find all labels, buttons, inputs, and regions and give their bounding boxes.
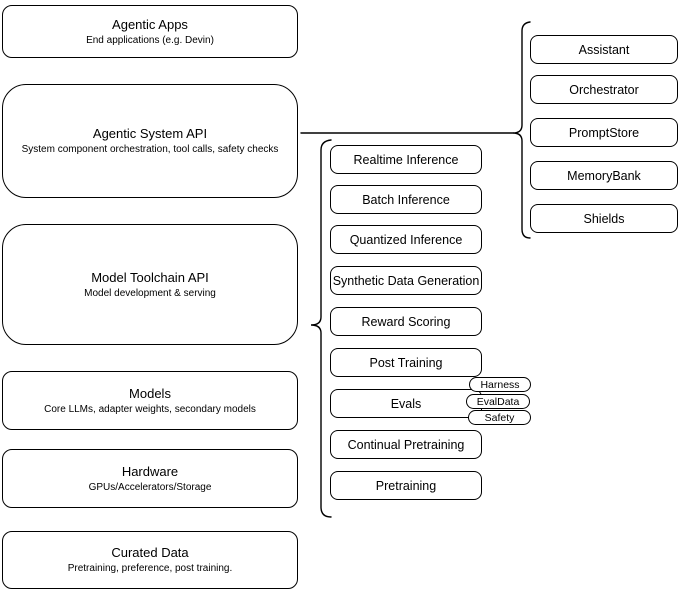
safety-pill: Safety: [468, 410, 531, 425]
agentic-system-api-title: Agentic System API: [92, 126, 208, 141]
realtime-inference-box: Realtime Inference: [330, 145, 482, 174]
curated-data-subtitle: Pretraining, preference, post training.: [67, 563, 233, 574]
agentic-apps-title: Agentic Apps: [112, 16, 188, 32]
curated-data-box: Curated Data Pretraining, preference, po…: [2, 531, 298, 589]
hardware-title: Hardware: [121, 463, 179, 479]
model-toolchain-api-title: Model Toolchain API: [91, 269, 209, 285]
reward-scoring-box: Reward Scoring: [330, 307, 482, 336]
curated-data-title: Curated Data: [111, 545, 189, 560]
assistant-box: Assistant: [530, 35, 678, 64]
batch-inference-box: Batch Inference: [330, 185, 482, 214]
continual-pretraining-box: Continual Pretraining: [330, 430, 482, 459]
agentic-apps-box: Agentic Apps End applications (e.g. Devi…: [2, 5, 298, 58]
agentic-system-api-subtitle: System component orchestration, tool cal…: [21, 144, 279, 155]
model-toolchain-api-box: Model Toolchain API Model development & …: [2, 224, 298, 345]
synthetic-data-generation-box: Synthetic Data Generation: [330, 266, 482, 295]
quantized-inference-box: Quantized Inference: [330, 225, 482, 254]
right-brace: [512, 21, 531, 239]
model-toolchain-api-subtitle: Model development & serving: [84, 287, 216, 299]
evaldata-pill: EvalData: [466, 394, 530, 409]
middle-brace: [310, 139, 332, 518]
pretraining-box: Pretraining: [330, 471, 482, 500]
orchestrator-box: Orchestrator: [530, 75, 678, 104]
hardware-subtitle: GPUs/Accelerators/Storage: [88, 481, 212, 493]
harness-pill: Harness: [469, 377, 531, 392]
evals-box: Evals: [330, 389, 482, 418]
shields-box: Shields: [530, 204, 678, 233]
promptstore-box: PromptStore: [530, 118, 678, 147]
models-box: Models Core LLMs, adapter weights, secon…: [2, 371, 298, 430]
models-title: Models: [129, 385, 171, 401]
models-subtitle: Core LLMs, adapter weights, secondary mo…: [44, 403, 256, 415]
agentic-system-api-box: Agentic System API System component orch…: [2, 84, 298, 198]
memorybank-box: MemoryBank: [530, 161, 678, 190]
post-training-box: Post Training: [330, 348, 482, 377]
hardware-box: Hardware GPUs/Accelerators/Storage: [2, 449, 298, 508]
agentic-apps-subtitle: End applications (e.g. Devin): [86, 34, 214, 46]
